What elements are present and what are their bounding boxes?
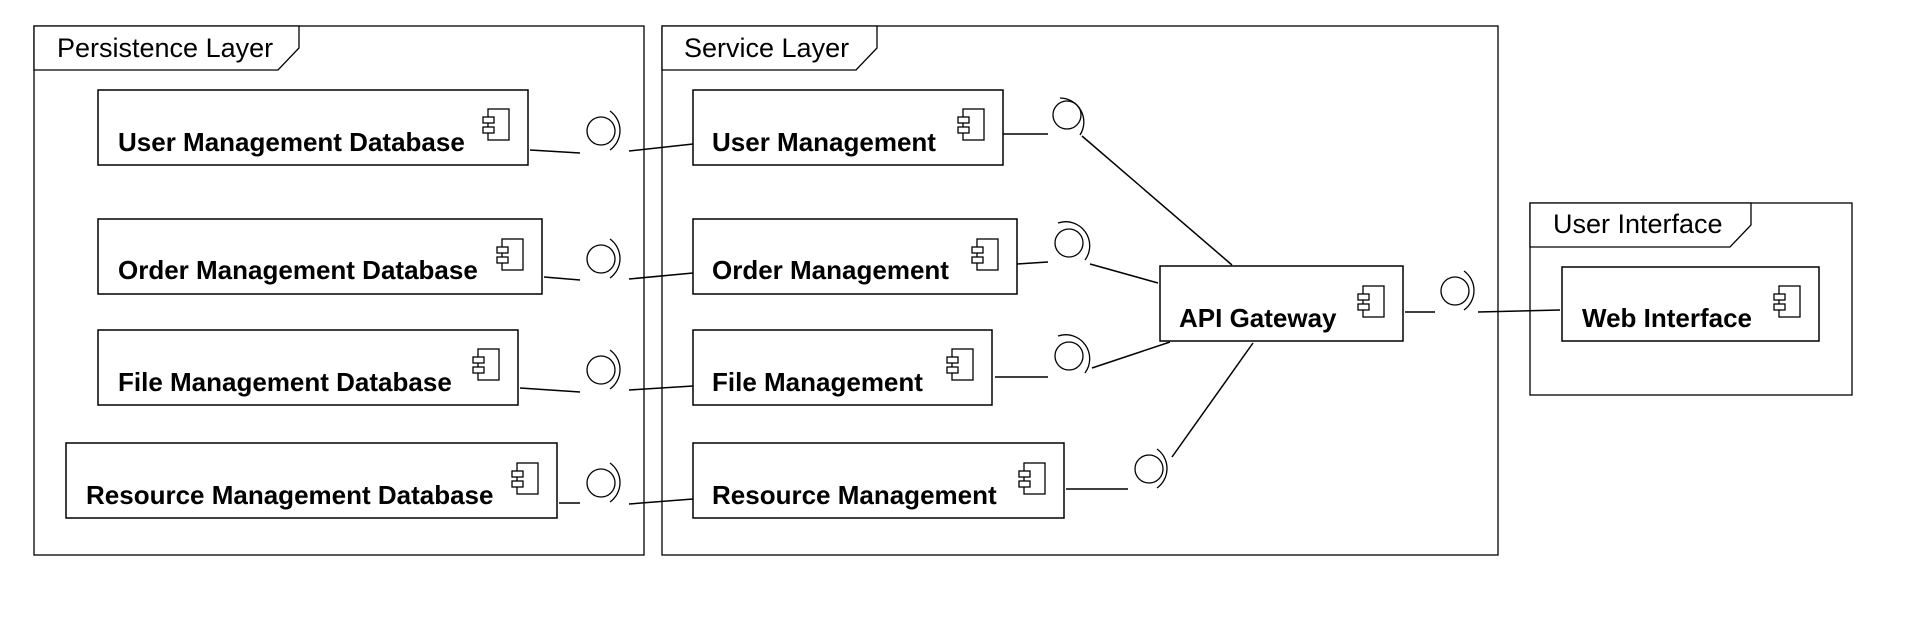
required-interface-icon (1057, 334, 1091, 374)
component-api-gateway[interactable]: API Gateway (1159, 265, 1404, 342)
component-resource-management-database[interactable]: Resource Management Database (65, 442, 558, 519)
package-tab (661, 25, 878, 71)
connector-file-management-to-api-gateway (995, 334, 1171, 378)
connector-api-gateway-to-web-interface (1405, 270, 1561, 313)
connector-user-db-to-user-management (529, 110, 694, 154)
provided-interface-icon (1134, 454, 1164, 484)
component-resource-management[interactable]: Resource Management (692, 442, 1065, 519)
required-interface-icon (609, 238, 621, 279)
component-order-management-database[interactable]: Order Management Database (97, 218, 543, 295)
component-web-interface[interactable]: Web Interface (1561, 266, 1820, 342)
provided-interface-icon (586, 116, 616, 146)
provided-interface-icon (1054, 228, 1084, 258)
required-interface-icon (609, 462, 621, 503)
connector-file-db-to-file-management (519, 349, 694, 393)
component-label: Order Management (712, 255, 949, 285)
provided-interface-icon (1440, 276, 1470, 306)
package-tab (33, 25, 300, 71)
component-label: File Management Database (118, 367, 452, 397)
component-label: User Management Database (118, 127, 465, 157)
component-user-management-database[interactable]: User Management Database (97, 89, 529, 166)
connector-order-db-to-order-management (543, 238, 694, 281)
component-label: User Management (712, 127, 936, 157)
package-title: Service Layer (684, 33, 849, 63)
component-label: File Management (712, 367, 923, 397)
component-label: API Gateway (1179, 303, 1337, 333)
component-label: Resource Management Database (86, 480, 493, 510)
provided-interface-icon (1052, 100, 1082, 130)
required-interface-icon (1059, 97, 1085, 136)
connector-resource-management-to-api-gateway (1066, 342, 1254, 490)
provided-interface-icon (586, 468, 616, 498)
provided-interface-icon (586, 355, 616, 385)
provided-interface-icon (1054, 341, 1084, 371)
component-label: Order Management Database (118, 255, 478, 285)
required-interface-icon (609, 349, 621, 390)
connector-order-management-to-api-gateway (1016, 221, 1159, 284)
component-label: Resource Management (712, 480, 997, 510)
provided-interface-icon (586, 244, 616, 274)
component-file-management[interactable]: File Management (692, 329, 993, 406)
component-user-management[interactable]: User Management (692, 89, 1004, 166)
package-title: Persistence Layer (57, 33, 273, 63)
required-interface-icon (1156, 448, 1168, 489)
component-label: Web Interface (1582, 303, 1752, 333)
required-interface-icon (1057, 221, 1091, 261)
required-interface-icon (1463, 270, 1475, 311)
connector-user-management-to-api-gateway (1003, 97, 1233, 266)
package-tab (1529, 202, 1752, 248)
package-title: User Interface (1553, 209, 1723, 239)
connector-resource-db-to-resource-management (559, 462, 694, 505)
required-interface-icon (609, 110, 621, 151)
component-file-management-database[interactable]: File Management Database (97, 329, 519, 406)
component-order-management[interactable]: Order Management (692, 218, 1018, 295)
